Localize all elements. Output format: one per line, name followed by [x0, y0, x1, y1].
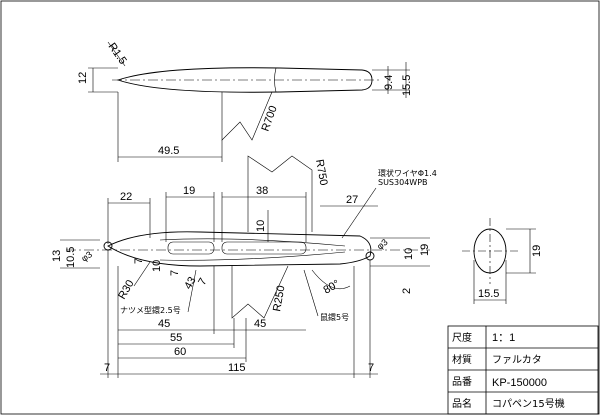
dim-38-label: 38 [256, 185, 268, 197]
dim-7a-label: 7 [133, 258, 145, 264]
r750-leader [247, 155, 313, 232]
phi3-right-label: φ3 [375, 237, 390, 252]
wire-note-line2: SUS304WPB [378, 178, 428, 187]
dim-19-right-label: 19 [419, 244, 431, 256]
wire-note-leader [341, 187, 377, 239]
wire-note-line1: 環状ワイヤΦ1.4 [378, 168, 437, 178]
r15-leader [107, 41, 126, 67]
wire-lower [159, 251, 346, 261]
title-label-material: 材質 [452, 353, 472, 366]
title-block: 尺度 1：1 材質 ファルカタ 品番 KP-150000 品名 コパペン15号機 [447, 325, 599, 415]
dim-10-left-label: 10 [151, 260, 163, 272]
section-width-label: 15.5 [478, 288, 499, 300]
dim-45a-label: 45 [158, 318, 170, 330]
dim-115-label: 115 [228, 362, 246, 374]
dim-155-label: 15.5 [401, 75, 413, 96]
r750-label: R750 [313, 158, 329, 186]
dim-60-label: 60 [174, 346, 186, 358]
spring-note-leader [187, 269, 197, 313]
spring-note: ナツメ型鐶2.5号 [120, 305, 181, 315]
ring-note: 鼠鐶5号 [320, 312, 349, 322]
dim-495-label: 49.5 [158, 145, 179, 157]
r250-label: R250 [271, 285, 287, 313]
r250-leader [231, 265, 289, 319]
dim-10-right-label: 10 [403, 248, 415, 260]
section-height-label: 19 [531, 245, 543, 257]
dim-55-label: 55 [170, 332, 182, 344]
dim-2-label: 2 [401, 288, 413, 294]
wire-upper [159, 238, 346, 247]
front-view: R750 環状ワイヤΦ1.4 SUS304WPB 22 19 38 27 10 … [51, 155, 437, 378]
dim-10-center-label: 10 [255, 220, 267, 232]
dim-13-label: 13 [51, 250, 63, 262]
r15-label: R1.5 [106, 41, 129, 67]
ring-note-leader [303, 269, 319, 317]
section-view: 19 15.5 [462, 218, 543, 304]
title-label-part-number: 品番 [452, 376, 472, 388]
dim-19-label: 19 [183, 185, 195, 197]
dim-105-label: 10.5 [65, 247, 77, 268]
dim-7-bottom-left-label: 7 [104, 362, 110, 374]
title-value-part-number: KP-150000 [492, 377, 547, 389]
angle-80-label: 80° [322, 278, 342, 297]
title-label-part-name: 品名 [452, 397, 472, 410]
title-value-material: ファルカタ [492, 354, 542, 366]
front-view-outline [107, 231, 372, 267]
top-view: R1.5 12 9.4 15.5 R700 49.5 [77, 41, 413, 162]
r30-leader [133, 261, 151, 287]
title-value-part-name: コパペン15号機 [492, 397, 565, 410]
r700-label: R700 [260, 104, 280, 133]
dim-7b-label: 7 [169, 270, 181, 276]
dim-12-label: 12 [77, 72, 89, 84]
dim-27-label: 27 [346, 194, 358, 206]
dim-94-label: 9.4 [383, 75, 395, 90]
r30-label: R30 [116, 278, 136, 301]
title-value-scale: 1：1 [492, 332, 515, 344]
dim-7c-label: 7 [196, 276, 209, 287]
r700-leader [221, 91, 273, 141]
angle-80-arc [311, 269, 351, 290]
dim-22-label: 22 [120, 191, 132, 203]
slot-left [167, 241, 215, 255]
dim-45b-label: 45 [254, 318, 266, 330]
phi3-left-label: φ3 [79, 249, 94, 263]
dim-43-label: 43 [182, 275, 199, 292]
title-label-scale: 尺度 [452, 331, 472, 344]
slot-right [221, 241, 307, 255]
dim-7-bottom-right-label: 7 [368, 362, 374, 374]
